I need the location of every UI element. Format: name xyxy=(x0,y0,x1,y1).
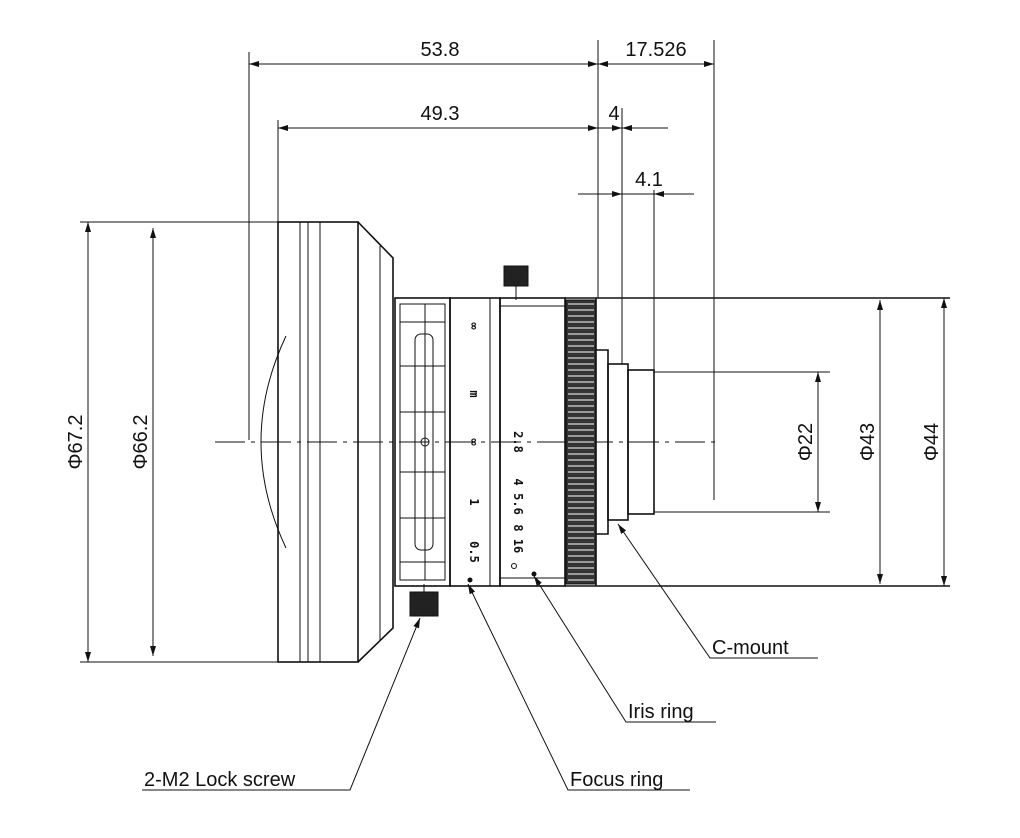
focus-index-mark xyxy=(467,577,473,583)
focus-scale-infinity-top: ∞ xyxy=(467,322,481,330)
extension-lines xyxy=(80,40,830,663)
dim-44: Φ44 xyxy=(921,423,943,461)
focus-scale-infinity: ∞ xyxy=(467,438,481,446)
iris-open-mark xyxy=(511,563,517,569)
iris-scale-5-6: 5.6 xyxy=(511,493,525,515)
dim-4-1: 4.1 xyxy=(635,169,663,191)
dim-67-2: Φ67.2 xyxy=(65,415,87,470)
focus-scale-m: m xyxy=(467,390,481,397)
iris-scale-4: 4 xyxy=(511,478,525,485)
dim-22: Φ22 xyxy=(795,423,817,461)
callout-c-mount: C-mount xyxy=(617,523,818,659)
iris-scale-2-8: 2.8 xyxy=(511,431,525,453)
iris-index-mark xyxy=(531,571,537,577)
callout-iris-ring: Iris ring xyxy=(533,575,716,723)
dim-43: Φ43 xyxy=(857,423,879,461)
focus-ring-body xyxy=(394,297,451,587)
knurled-grip xyxy=(565,299,597,585)
dim-66-2: Φ66.2 xyxy=(130,415,152,470)
dim-17-526: 17.526 xyxy=(625,39,686,61)
callout-focus-ring: Focus ring xyxy=(467,583,690,791)
dim-49-3: 49.3 xyxy=(421,103,460,125)
lock-screw-bottom xyxy=(409,584,439,617)
svg-text:Iris ring: Iris ring xyxy=(628,701,694,723)
svg-text:2-M2 Lock screw: 2-M2 Lock screw xyxy=(144,769,296,791)
focus-scale-1: 1 xyxy=(467,498,481,505)
dim-4: 4 xyxy=(608,103,619,125)
callout-lock-screw: 2-M2 Lock screw xyxy=(142,617,421,791)
lock-screw-top xyxy=(503,265,529,300)
iris-scale-8: 8 xyxy=(511,524,525,531)
svg-text:Focus ring: Focus ring xyxy=(570,769,663,791)
dim-53-8: 53.8 xyxy=(421,39,460,61)
front-hood xyxy=(260,221,394,663)
iris-ring-body xyxy=(499,297,566,587)
lens-body xyxy=(565,297,950,587)
svg-text:C-mount: C-mount xyxy=(712,637,789,659)
iris-scale-16: 16 xyxy=(511,539,525,553)
focus-scale-0-5: 0.5 xyxy=(467,541,481,563)
